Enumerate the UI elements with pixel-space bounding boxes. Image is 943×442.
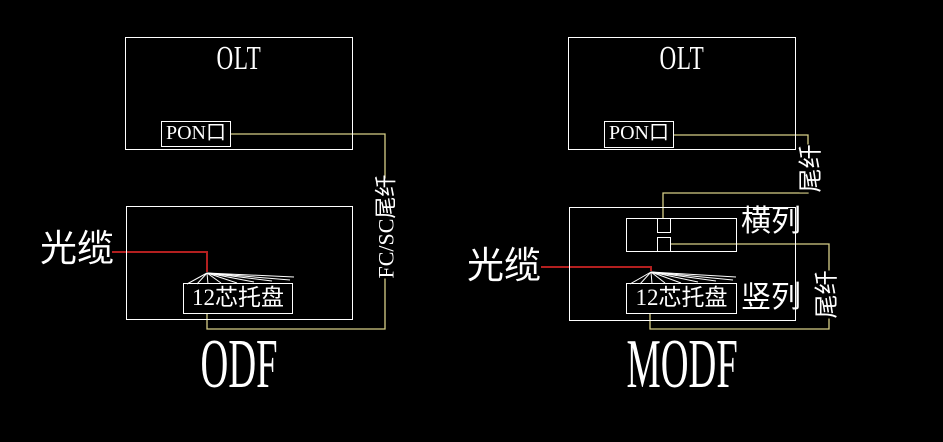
right-pigtail-bottom-line: [649, 243, 830, 330]
right-pigtail-top-label: 尾纤: [798, 144, 825, 193]
right-fiber-fan: [629, 271, 737, 285]
row-strip-frame: [626, 218, 737, 252]
left-cable-line: [112, 251, 208, 272]
row-strip-square-bottom: [657, 237, 671, 252]
left-diagram-title: ODF: [200, 326, 279, 403]
left-pon-port: PON口: [161, 121, 231, 147]
left-olt-box: [125, 37, 353, 150]
left-pigtail-line: [206, 133, 386, 330]
right-olt-title: OLT: [659, 40, 705, 77]
left-pigtail-label: FC/SC尾纤: [373, 174, 399, 279]
column-label: 竖列: [741, 281, 801, 314]
right-modf-box: [569, 207, 796, 321]
left-cable-label: 光缆: [40, 228, 114, 269]
right-tray-box: 12芯托盘: [626, 283, 737, 314]
left-olt-title: OLT: [216, 40, 262, 77]
row-label: 横列: [741, 205, 801, 238]
right-cable-line: [541, 266, 652, 271]
row-strip-square-top: [657, 218, 671, 233]
right-cable-label: 光缆: [467, 245, 541, 286]
left-odf-box: [126, 206, 353, 320]
right-pigtail-bottom-label: 尾纤: [814, 270, 841, 319]
right-olt-box: [568, 37, 796, 150]
right-pon-port: PON口: [604, 121, 674, 148]
left-fiber-fan: [186, 272, 295, 285]
right-diagram-title: MODF: [626, 326, 739, 403]
right-pigtail-top-line: [662, 134, 809, 218]
left-tray-box: 12芯托盘: [183, 283, 293, 314]
